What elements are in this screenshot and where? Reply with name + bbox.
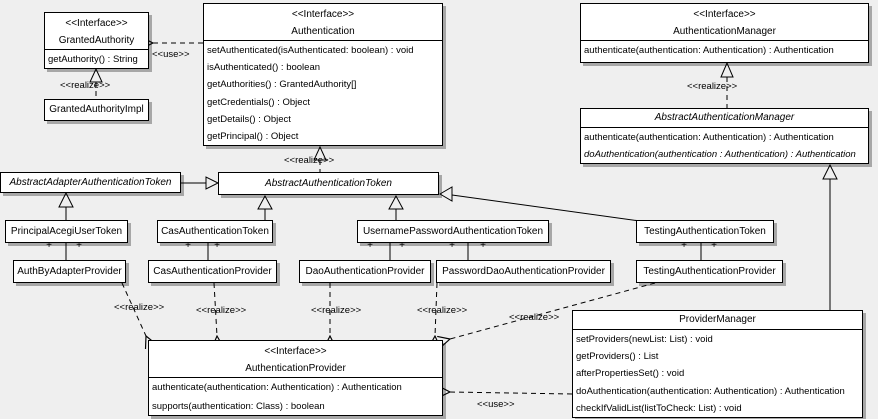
method: getAuthorities() : GrantedAuthority[]: [207, 79, 357, 91]
class-title: ProviderManager: [573, 311, 862, 330]
method: doAuthentication(authentication : Authen…: [584, 149, 856, 161]
dashed-arrow-edges: [121, 43, 656, 394]
multiplicity-plus: +: [367, 240, 373, 251]
realize-label: <<realize>>: [509, 312, 560, 323]
multiplicity-plus: +: [711, 240, 717, 251]
generalization-edges: [58, 163, 838, 310]
multiplicity-plus: +: [76, 240, 82, 251]
class-provider-manager[interactable]: ProviderManager setProviders(newList: Li…: [572, 310, 863, 418]
class-authentication-provider[interactable]: <<Interface>> AuthenticationProvider aut…: [148, 340, 443, 416]
realize-label: <<realize>>: [284, 155, 335, 166]
method: doAuthentication(authentication: Authent…: [576, 385, 845, 397]
methods-compartment: setAuthenticated(isAuthenticated: boolea…: [204, 41, 442, 145]
class-abstract-authentication-manager[interactable]: AbstractAuthenticationManager authentica…: [580, 108, 869, 164]
class-authentication[interactable]: <<Interface>> Authentication setAuthenti…: [203, 3, 443, 146]
class-testing-authentication-provider[interactable]: TestingAuthenticationProvider: [636, 260, 783, 283]
class-name: AuthenticationProvider: [245, 363, 346, 374]
class-name: AuthByAdapterProvider: [17, 266, 122, 277]
class-name: DaoAuthenticationProvider: [305, 266, 425, 277]
method: getPrincipal() : Object: [207, 131, 299, 143]
class-name: CasAuthenticationToken: [161, 226, 269, 237]
class-granted-authority[interactable]: <<Interface>> GrantedAuthority getAuthor…: [44, 12, 149, 69]
multiplicity-plus: +: [399, 240, 405, 251]
class-title: <<Interface>> AuthenticationManager: [581, 4, 868, 41]
methods-compartment: setProviders(newList: List) : void getPr…: [573, 330, 862, 417]
methods-compartment: getAuthority() : String: [45, 50, 148, 68]
method: supports(authentication: Class) : boolea…: [152, 400, 325, 412]
stereotype-label: <<Interface>>: [65, 18, 128, 29]
class-name: ProviderManager: [679, 314, 756, 325]
use-label: <<use>>: [152, 49, 190, 60]
class-cas-authentication-token[interactable]: CasAuthenticationToken: [157, 220, 273, 243]
method: authenticate(authentication: Authenticat…: [152, 382, 402, 393]
multiplicity-plus: +: [185, 240, 191, 251]
class-username-password-authentication-token[interactable]: UsernamePasswordAuthenticationToken: [357, 220, 549, 243]
realize-label: <<realize>>: [196, 305, 247, 316]
class-authentication-manager[interactable]: <<Interface>> AuthenticationManager auth…: [580, 3, 869, 63]
methods-compartment: authenticate(authentication: Authenticat…: [581, 128, 868, 163]
class-name: PasswordDaoAuthenticationProvider: [442, 266, 605, 277]
realize-label: <<realize>>: [417, 305, 468, 316]
realize-label: <<realize>>: [60, 80, 111, 91]
method: setAuthenticated(isAuthenticated: boolea…: [207, 45, 414, 56]
class-auth-by-adapter-provider[interactable]: AuthByAdapterProvider: [13, 260, 126, 283]
class-title: <<Interface>> AuthenticationProvider: [149, 341, 442, 378]
class-abstract-adapter-authentication-token[interactable]: AbstractAdapterAuthenticationToken: [0, 172, 181, 193]
class-name: AbstractAuthenticationToken: [265, 178, 392, 189]
class-dao-authentication-provider[interactable]: DaoAuthenticationProvider: [299, 260, 431, 283]
class-name: CasAuthenticationProvider: [153, 266, 272, 277]
multiplicity-plus: +: [46, 240, 52, 251]
realize-label: <<realize>>: [687, 81, 738, 92]
method: getProviders() : List: [576, 351, 659, 363]
class-name: AbstractAuthenticationManager: [654, 112, 795, 123]
multiplicity-plus: +: [214, 240, 220, 251]
class-name: AbstractAdapterAuthenticationToken: [9, 177, 172, 188]
use-label: <<use>>: [477, 399, 515, 410]
class-name: PrincipalAcegiUserToken: [10, 226, 123, 237]
realization-triangles: [89, 61, 734, 161]
method: getAuthority() : String: [48, 54, 138, 65]
method: setProviders(newList: List) : void: [576, 334, 713, 345]
multiplicity-plus: +: [449, 240, 455, 251]
association-edges: [65, 243, 702, 260]
method: getCredentials() : Object: [207, 96, 310, 108]
method: authenticate(authentication: Authenticat…: [584, 132, 834, 143]
method: isAuthenticated() : boolean: [207, 62, 321, 74]
stereotype-label: <<Interface>>: [693, 9, 756, 20]
stereotype-label: <<Interface>>: [264, 346, 327, 357]
class-principal-acegi-user-token[interactable]: PrincipalAcegiUserToken: [5, 220, 128, 243]
multiplicity-plus: +: [681, 240, 687, 251]
method: authenticate(authentication: Authenticat…: [584, 45, 834, 56]
multiplicity-plus: +: [480, 240, 486, 251]
realize-label: <<realize>>: [114, 302, 165, 313]
class-name: Authentication: [291, 26, 355, 37]
class-name: GrantedAuthorityImpl: [49, 104, 144, 115]
class-title: <<Interface>> Authentication: [204, 4, 442, 41]
class-name: UsernamePasswordAuthenticationToken: [362, 226, 544, 237]
class-granted-authority-impl[interactable]: GrantedAuthorityImpl: [44, 99, 149, 121]
method: checkIfValidList(listToCheck: List) : vo…: [576, 402, 742, 414]
class-name: TestingAuthenticationToken: [644, 226, 766, 237]
class-name: AuthenticationManager: [673, 26, 776, 37]
class-testing-authentication-token[interactable]: TestingAuthenticationToken: [636, 220, 774, 243]
methods-compartment: authenticate(authentication: Authenticat…: [581, 41, 868, 59]
class-cas-authentication-provider[interactable]: CasAuthenticationProvider: [148, 260, 277, 283]
class-name: GrantedAuthority: [58, 35, 135, 46]
method: getDetails() : Object: [207, 113, 291, 125]
class-abstract-authentication-token[interactable]: AbstractAuthenticationToken: [218, 172, 439, 195]
class-title: <<Interface>> GrantedAuthority: [45, 13, 148, 50]
methods-compartment: authenticate(authentication: Authenticat…: [149, 378, 442, 416]
class-title: AbstractAuthenticationManager: [581, 109, 868, 128]
stereotype-label: <<Interface>>: [291, 9, 355, 20]
class-password-dao-authentication-provider[interactable]: PasswordDaoAuthenticationProvider: [436, 260, 611, 283]
realize-label: <<realize>>: [311, 305, 362, 316]
realization-edges: [95, 77, 728, 172]
method: afterPropertiesSet() : void: [576, 368, 685, 380]
class-name: TestingAuthenticationProvider: [643, 266, 776, 277]
